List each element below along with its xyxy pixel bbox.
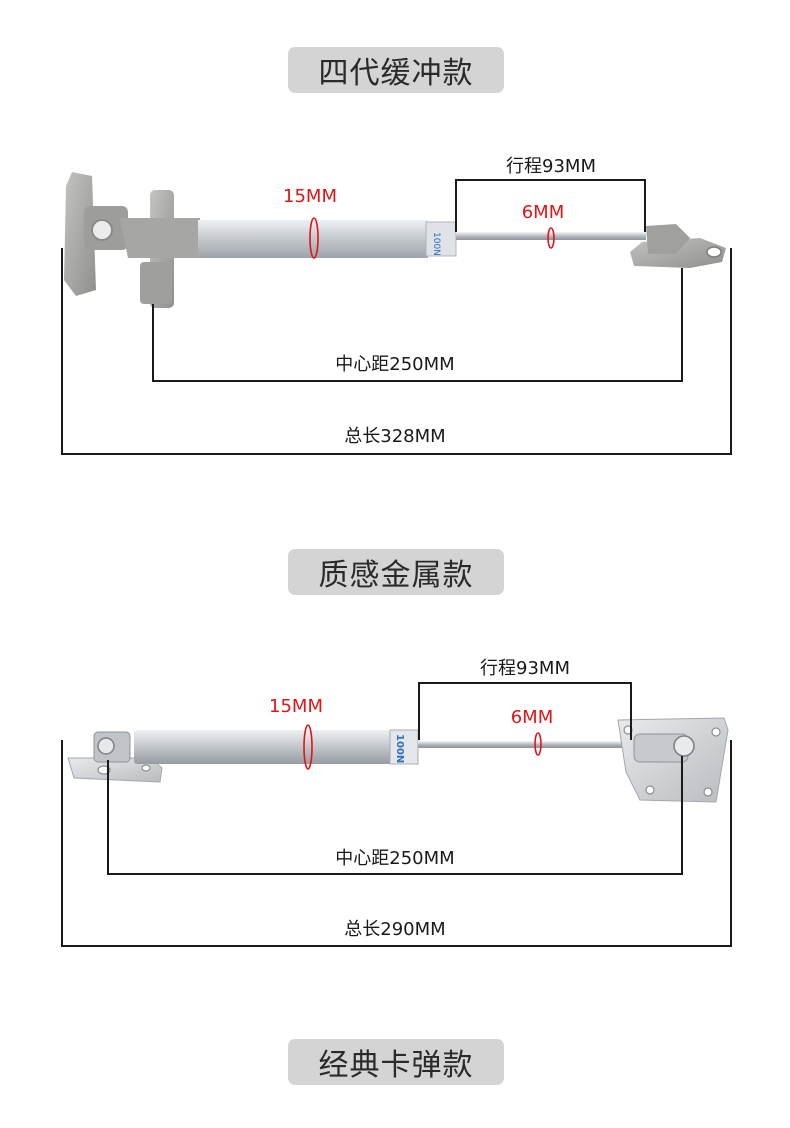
rod-diameter-label: 6MM: [511, 707, 554, 728]
stroke-dimension-line: [455, 179, 646, 232]
piston-rod: [456, 232, 646, 240]
stroke-label: 行程93MM: [480, 658, 570, 679]
cylinder-diameter-label: 15MM: [269, 696, 323, 717]
cylinder-body: [198, 220, 428, 258]
left-mount-hole: [141, 764, 151, 772]
cylinder-diameter-marker: [309, 217, 319, 259]
left-mount-plate: [64, 172, 96, 296]
right-hinge-pin: [673, 735, 695, 757]
section-title-pill: 四代缓冲款: [288, 47, 504, 93]
right-mount-hole: [645, 785, 655, 795]
barrel-mark: 100N: [394, 734, 405, 763]
piston-rod: [418, 741, 640, 748]
gas-spring-diagram-gen4: 100N 15MM 6MM 行程93MM 中心距250MM 总长328MM: [61, 156, 732, 455]
cylinder-diameter-label: 15MM: [283, 186, 337, 207]
total-length-label: 总长290MM: [344, 919, 445, 940]
section-title: 质感金属款: [318, 558, 474, 593]
section-title: 经典卡弹款: [318, 1048, 474, 1083]
hinge-pin: [91, 219, 113, 241]
section-title-pill: 质感金属款: [288, 549, 504, 595]
total-length-label: 总长328MM: [344, 426, 445, 447]
barrel-mark: 100N: [431, 232, 441, 256]
stroke-dimension-line: [418, 682, 632, 740]
center-distance-label: 中心距250MM: [335, 848, 454, 869]
gas-spring-diagram-metal: 100N 15MM 6MM 行程93MM 中心距250MM 总长290MM: [61, 658, 732, 947]
post-foot: [140, 262, 172, 304]
left-hinge-pin: [97, 737, 115, 755]
right-end-head: [646, 224, 690, 254]
right-mount-hole: [711, 727, 721, 737]
section-title-pill: 经典卡弹款: [288, 1039, 504, 1085]
rod-diameter-marker: [534, 732, 542, 756]
center-distance-line: [152, 268, 683, 382]
right-mount-hole: [703, 787, 713, 797]
cylinder-diameter-marker: [303, 724, 313, 770]
center-distance-label: 中心距250MM: [335, 354, 454, 375]
section-title: 四代缓冲款: [318, 56, 474, 91]
rod-diameter-label: 6MM: [522, 202, 565, 223]
mount-hole: [706, 246, 722, 258]
center-distance-line: [107, 756, 683, 875]
rod-diameter-marker: [547, 227, 555, 249]
connector-bracket: [120, 218, 200, 258]
stroke-label: 行程93MM: [506, 156, 596, 177]
total-length-line: [61, 248, 732, 455]
cylinder-body: [134, 730, 392, 764]
total-length-line: [61, 740, 732, 947]
